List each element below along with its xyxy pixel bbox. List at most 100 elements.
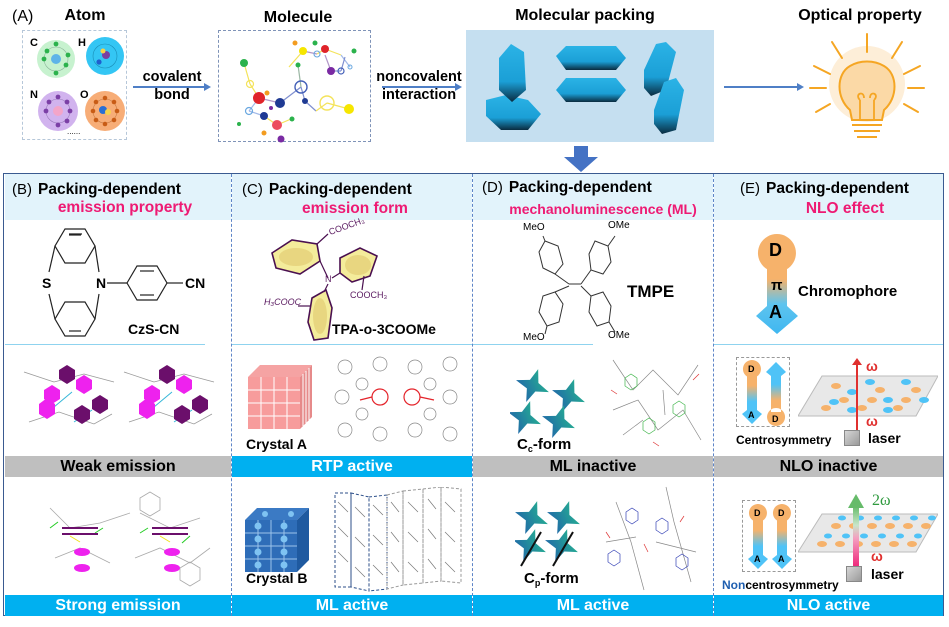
cc-form-packing: [603, 350, 708, 450]
svg-text:D: D: [772, 414, 779, 424]
cp-form-sub: p: [534, 578, 541, 588]
down-arrow-icon: [563, 146, 599, 172]
panel-b-label: (B): [12, 181, 32, 198]
svg-text:A: A: [748, 410, 755, 420]
stage-title-optical-property: Optical property: [798, 7, 922, 24]
czs-cn-structure: S N CN: [35, 224, 225, 342]
row-divider: [714, 344, 943, 345]
laser-source-icon-bottom: [846, 566, 862, 582]
column-divider: [713, 174, 714, 616]
panel-d-header: [473, 174, 713, 220]
row-divider: [232, 344, 472, 345]
noncentrosymmetry-label: Noncentrosymmetry: [722, 578, 839, 592]
atoms-ellipsis: ......: [67, 127, 81, 136]
packing-hexagon: [654, 78, 684, 134]
noncentro-lattice-plate: [797, 508, 939, 564]
panel-b-title-text: Packing-dependent: [38, 181, 181, 198]
arrow-label-noncovalent-line2: interaction: [381, 87, 457, 103]
column-divider: [472, 174, 473, 616]
cp-form-packing: [596, 482, 706, 594]
arrow-label-covalent: covalent bond: [132, 68, 212, 104]
column-divider: [231, 174, 232, 616]
packing-hexagon: [556, 78, 626, 102]
crystal-a-cube-icon: [248, 365, 314, 431]
atom-symbol-h: H: [78, 37, 86, 49]
result-bar-nlo-inactive: NLO inactive: [714, 456, 943, 477]
laser-label-bottom: laser: [871, 566, 904, 582]
cp-form-label: Cp-form: [524, 570, 579, 588]
packing-hexagon: [486, 95, 541, 130]
packing-hexagon: [644, 42, 676, 96]
stage-title-molecular-packing: Molecular packing: [515, 7, 655, 24]
atom-box: C H N O ......: [22, 30, 127, 140]
cp-form-rest: -form: [540, 570, 579, 587]
arrow-label-noncovalent-line1: noncovalent: [376, 69, 462, 85]
svg-text:D: D: [754, 508, 761, 518]
noncentro-prefix: Non: [722, 578, 746, 592]
panel-d-subtitle: mechanoluminescence (ML): [509, 201, 697, 217]
panel-b-subtitle: emission property: [57, 199, 193, 216]
centrosymmetry-label: Centrosymmetry: [736, 433, 832, 447]
atoms-illustration: [37, 37, 125, 131]
atom-label-cn: CN: [185, 275, 206, 291]
result-bar-weak-emission: Weak emission: [5, 456, 231, 477]
arrow-label-noncovalent: noncovalent interaction: [373, 68, 465, 104]
atom-label-n-tpa: N: [325, 274, 332, 284]
atom-symbol-c: C: [30, 37, 38, 49]
panel-c-label: (C): [242, 181, 263, 198]
czs-cn-packing-weak: [14, 352, 226, 444]
crystal-a-packing: [330, 352, 470, 452]
noncentro-rest: centrosymmetry: [745, 578, 839, 592]
panel-a-label: (A): [12, 8, 34, 25]
cc-form-crystal-icon: [508, 368, 590, 438]
czs-cn-packing-strong: [40, 488, 220, 593]
two-omega-label: 2ω: [872, 492, 891, 509]
panel-d-label: (D): [482, 179, 503, 196]
shg-beam-icon: [848, 494, 864, 570]
panel-e-label: (E): [740, 180, 760, 197]
result-bar-ml-inactive: ML inactive: [473, 456, 713, 477]
laser-label-top: laser: [868, 430, 901, 446]
panel-c-subtitle: emission form: [302, 200, 408, 217]
laser-beam-up-icon: [856, 362, 858, 432]
atom-label-n: N: [96, 275, 107, 291]
tmpe-structure: MeO OMe MeO OMe: [523, 220, 640, 344]
molecule-name-czs-cn: CzS-CN: [128, 321, 180, 337]
atom-oxygen-icon: [85, 91, 125, 131]
panel-e-title: (E)Packing-dependent: [740, 180, 909, 198]
atom-nitrogen-icon: [38, 91, 78, 131]
svg-text:A: A: [754, 554, 761, 564]
group-label-meo-tl: MeO: [523, 222, 545, 233]
stage-title-molecule: Molecule: [263, 9, 333, 26]
svg-text:A: A: [778, 554, 785, 564]
panel-b-title: (B) Packing-dependent: [12, 181, 181, 199]
result-bar-rtp-active: RTP active: [232, 456, 472, 477]
molecule-network-illustration: [237, 40, 357, 143]
molecule-box: [218, 30, 371, 143]
molecular-packing-illustration: [466, 30, 714, 142]
chromophore-icon: D π A: [754, 232, 800, 336]
row-divider: [473, 344, 593, 345]
donor-label: D: [769, 240, 782, 260]
atom-symbol-n: N: [30, 89, 38, 101]
cp-form-main: C: [524, 570, 535, 587]
acceptor-label: A: [769, 302, 782, 322]
panel-c-title: (C)Packing-dependent: [242, 181, 412, 199]
stage-title-atom: Atom: [64, 7, 106, 24]
arrow-covalent-bond: [133, 83, 211, 91]
panel-e-header: [714, 174, 943, 220]
cp-form-crystal-icon: [513, 500, 590, 570]
arrow-label-covalent-line2: bond: [154, 87, 190, 103]
centrosymmetry-pair-box: D A D: [736, 357, 790, 427]
group-label-ome-tr: OMe: [608, 220, 630, 231]
svg-text:D: D: [778, 508, 785, 518]
panel-b-header: [5, 174, 231, 220]
result-bar-ml-active-d: ML active: [473, 595, 713, 616]
panel-d-title: (D)Packing-dependent: [482, 179, 652, 197]
cc-form-rest: -form: [532, 436, 572, 453]
svg-text:D: D: [748, 364, 755, 374]
arrow-label-covalent-line1: covalent: [142, 69, 202, 85]
group-label-meo-bl: MeO: [523, 332, 545, 343]
atom-symbol-o: O: [80, 89, 89, 101]
arrow-noncovalent-interaction: [382, 83, 462, 91]
